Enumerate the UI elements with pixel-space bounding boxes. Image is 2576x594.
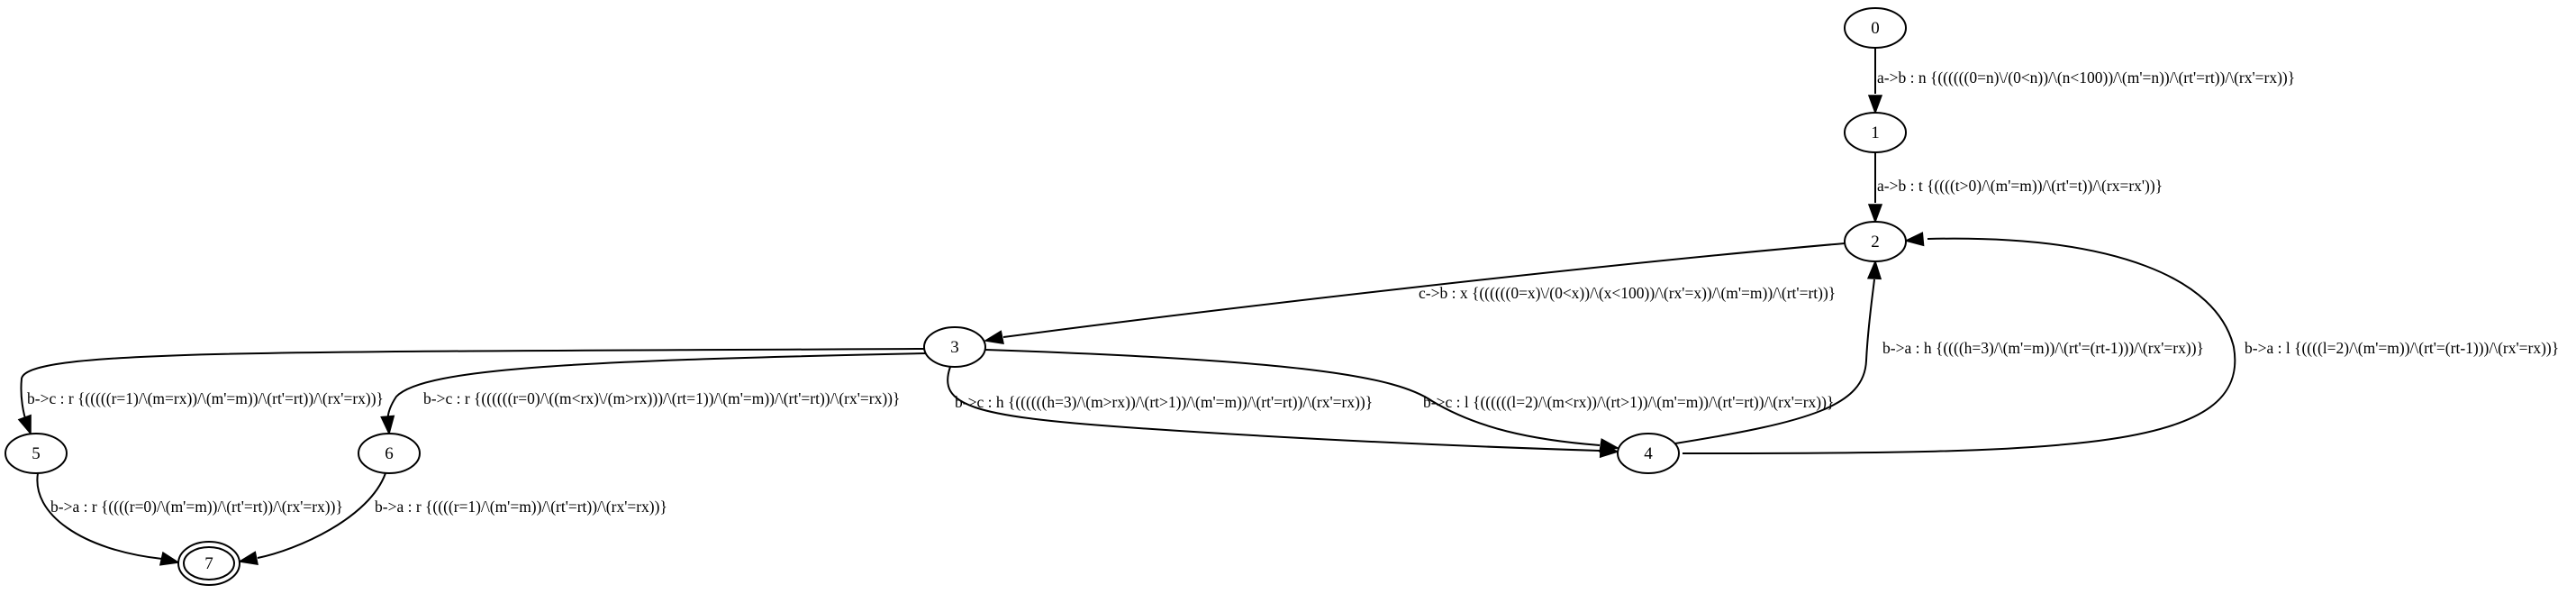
edge-arrowhead-6 bbox=[1599, 438, 1620, 453]
edge-label: b->a : r {((((r=0)/\(m'=m))/\(rt'=rt))/\… bbox=[50, 498, 343, 516]
state-node-1: 1 bbox=[1844, 112, 1907, 153]
state-ellipse bbox=[923, 326, 986, 368]
state-label: 1 bbox=[1871, 123, 1880, 142]
edge-arrowhead-0 bbox=[1867, 95, 1883, 115]
state-label: 4 bbox=[1644, 444, 1653, 463]
state-label: 5 bbox=[32, 444, 41, 463]
edge-label: b->a : h {((((h=3)/\(m'=m))/\(rt'=(rt-1)… bbox=[1882, 339, 2204, 357]
edge-arrowhead-4 bbox=[380, 415, 395, 436]
accepting-inner-ring bbox=[183, 546, 235, 580]
state-node-6: 6 bbox=[358, 433, 421, 474]
state-node-3: 3 bbox=[923, 326, 986, 368]
edge-labels-layer: a->b : n {((((((0=n)\/(0<n))/\(n<100))/\… bbox=[27, 69, 2559, 516]
edge-3-to-4 bbox=[984, 349, 1601, 446]
edges-layer bbox=[17, 48, 2236, 566]
edge-label: b->c : r {(((((r=1)/\(m=rx))/\(m'=m))/\(… bbox=[27, 389, 384, 407]
edge-label: a->b : n {((((((0=n)\/(0<n))/\(n<100))/\… bbox=[1877, 69, 2295, 87]
edge-arrowhead-8 bbox=[1903, 232, 1925, 247]
edge-label: b->a : l {((((l=2)/\(m'=m))/\(rt'=(rt-1)… bbox=[2245, 339, 2559, 357]
state-node-7: 7 bbox=[177, 541, 240, 586]
edge-3-to-5 bbox=[20, 348, 925, 425]
state-node-0: 0 bbox=[1844, 7, 1907, 49]
edge-label: b->a : r {((((r=1)/\(m'=m))/\(rt'=rt))/\… bbox=[375, 498, 667, 516]
state-label: 0 bbox=[1871, 19, 1880, 38]
edge-label: c->b : x {((((((0=x)\/(0<x))/\(x<100))/\… bbox=[1419, 284, 1836, 302]
state-label: 6 bbox=[385, 444, 394, 463]
edge-arrowhead-9 bbox=[159, 551, 181, 566]
edge-label: a->b : t {((((t>0)/\(m'=m))/\(rt'=t))/\(… bbox=[1877, 177, 2163, 195]
edge-label: b->c : h {((((((h=3)/\(m>rx))/\(rt>1))/\… bbox=[955, 393, 1373, 411]
state-ellipse bbox=[358, 433, 421, 474]
state-ellipse bbox=[1844, 7, 1907, 49]
state-label: 7 bbox=[204, 554, 213, 573]
state-ellipse bbox=[1844, 221, 1907, 262]
edge-4-to-2 bbox=[1674, 279, 1875, 444]
state-node-5: 5 bbox=[5, 433, 68, 474]
state-node-2: 2 bbox=[1844, 221, 1907, 262]
edge-arrowhead-3 bbox=[17, 414, 32, 436]
edge-label: b->c : r {((((((r=0)/\((m<rx)\/(m>rx)))/… bbox=[423, 389, 900, 407]
edge-5-to-7 bbox=[36, 472, 163, 560]
edge-2-to-3 bbox=[1002, 242, 1846, 338]
edge-6-to-7 bbox=[257, 472, 386, 559]
nodes-layer: 0 1 2 3 4 5 6 7 bbox=[5, 7, 1907, 586]
edge-arrowhead-2 bbox=[983, 330, 1004, 345]
edge-label: b->c : l {((((((l=2)/\(m<rx))/\(rt>1))/\… bbox=[1423, 393, 1834, 411]
edge-3-to-6 bbox=[386, 352, 927, 425]
state-ellipse bbox=[5, 433, 68, 474]
state-ellipse bbox=[1617, 433, 1680, 474]
state-node-4: 4 bbox=[1617, 433, 1680, 474]
edge-arrowhead-10 bbox=[237, 551, 259, 566]
edge-arrowhead-1 bbox=[1867, 204, 1883, 224]
edge-3-to-4 bbox=[947, 366, 1601, 452]
state-label: 2 bbox=[1871, 233, 1880, 251]
edge-4-to-2 bbox=[1682, 237, 2236, 454]
edge-arrowhead-7 bbox=[1866, 259, 1882, 280]
state-ellipse bbox=[1844, 112, 1907, 153]
state-label: 3 bbox=[950, 338, 959, 357]
